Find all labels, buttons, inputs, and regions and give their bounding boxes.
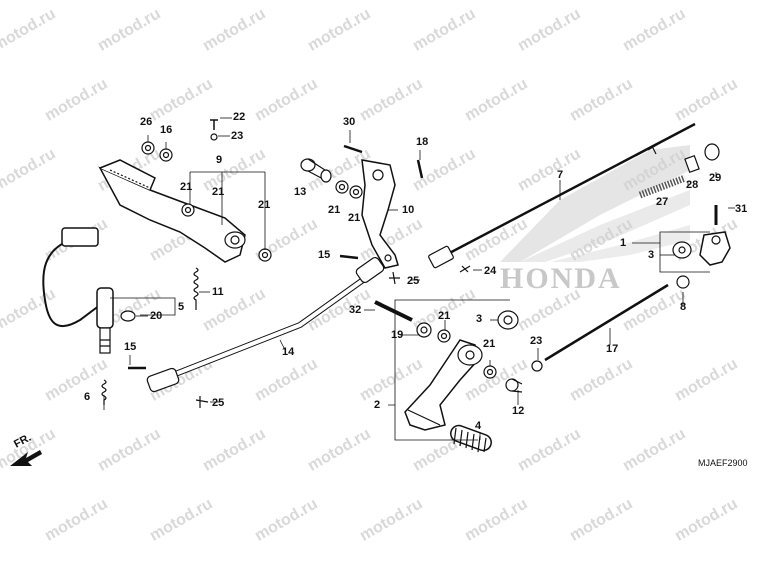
shift-pedal-2 xyxy=(404,339,483,431)
bolt-30 xyxy=(343,144,363,154)
callout-21: 21 xyxy=(348,212,361,224)
bolt-15-mid xyxy=(339,254,359,260)
callout-21: 21 xyxy=(438,310,451,322)
collar-13 xyxy=(300,158,332,183)
threaded-rod-27 xyxy=(638,174,687,199)
callout-7: 7 xyxy=(557,169,564,181)
clip-25-mid xyxy=(389,271,400,285)
callout-25: 25 xyxy=(407,275,420,287)
cap-29 xyxy=(704,143,720,161)
callout-24: 24 xyxy=(484,265,497,277)
callout-21: 21 xyxy=(328,204,341,216)
callout-1: 1 xyxy=(620,237,627,249)
callout-31: 31 xyxy=(735,203,748,215)
bolt-32 xyxy=(374,300,413,322)
callout-11: 11 xyxy=(212,286,224,298)
callout-29: 29 xyxy=(709,172,722,184)
callout-26: 26 xyxy=(140,116,153,128)
callout-19: 19 xyxy=(391,329,404,341)
front-arrow xyxy=(10,450,42,466)
callout-18: 18 xyxy=(416,136,429,148)
callout-16: 16 xyxy=(160,124,173,136)
washer-8 xyxy=(676,275,690,289)
callout-3: 3 xyxy=(476,313,483,325)
callout-13: 13 xyxy=(294,186,307,198)
nut-23-right xyxy=(531,360,543,372)
joint-3-lower xyxy=(497,310,519,330)
clip-24 xyxy=(459,265,471,273)
joint-assembly-1 xyxy=(672,231,731,266)
nut-28 xyxy=(684,154,700,174)
callout-5: 5 xyxy=(178,301,185,313)
bolt-18 xyxy=(416,159,424,179)
callout-21: 21 xyxy=(258,199,271,211)
callout-10: 10 xyxy=(402,204,415,216)
callout-leader-lines xyxy=(103,117,735,441)
callout-15: 15 xyxy=(124,341,137,353)
callout-21: 21 xyxy=(483,338,496,350)
shift-rubber-4 xyxy=(450,424,492,453)
callout-4: 4 xyxy=(475,420,482,432)
spring-6 xyxy=(101,379,107,405)
callout-30: 30 xyxy=(343,116,356,128)
callout-12: 12 xyxy=(512,405,525,417)
tie-rod-17 xyxy=(544,283,669,362)
callout-8: 8 xyxy=(680,301,687,313)
callout-23: 23 xyxy=(530,335,543,347)
callout-14: 14 xyxy=(282,346,295,358)
callout-9: 9 xyxy=(216,154,223,166)
diagram-code: MJAEF2900 xyxy=(698,458,748,468)
callout-20: 20 xyxy=(150,310,163,322)
callout-2: 2 xyxy=(374,399,381,411)
brake-rod-14 xyxy=(146,256,385,393)
callout-22: 22 xyxy=(233,111,246,123)
callout-28: 28 xyxy=(686,179,699,191)
callout-21: 21 xyxy=(212,186,225,198)
callout-17: 17 xyxy=(606,343,619,355)
callout-23: 23 xyxy=(231,130,244,142)
brake-pedal xyxy=(98,159,246,263)
shift-arm-10 xyxy=(361,159,399,269)
washers-mid xyxy=(335,180,363,199)
washers-lower xyxy=(416,322,497,379)
honda-wing-logo xyxy=(500,145,690,262)
callout-27: 27 xyxy=(656,196,669,208)
callout-3: 3 xyxy=(648,249,655,261)
honda-logo-text: HONDA xyxy=(500,262,622,295)
callout-21: 21 xyxy=(180,181,193,193)
callout-6: 6 xyxy=(84,391,91,403)
shift-rod-7 xyxy=(428,122,696,269)
stop-switch-assembly xyxy=(42,227,136,354)
callout-25: 25 xyxy=(212,397,225,409)
callout-15: 15 xyxy=(318,249,331,261)
spring-11 xyxy=(193,267,199,310)
clip-25-left xyxy=(195,396,209,408)
collar-12 xyxy=(505,378,523,393)
callout-32: 32 xyxy=(349,304,362,316)
